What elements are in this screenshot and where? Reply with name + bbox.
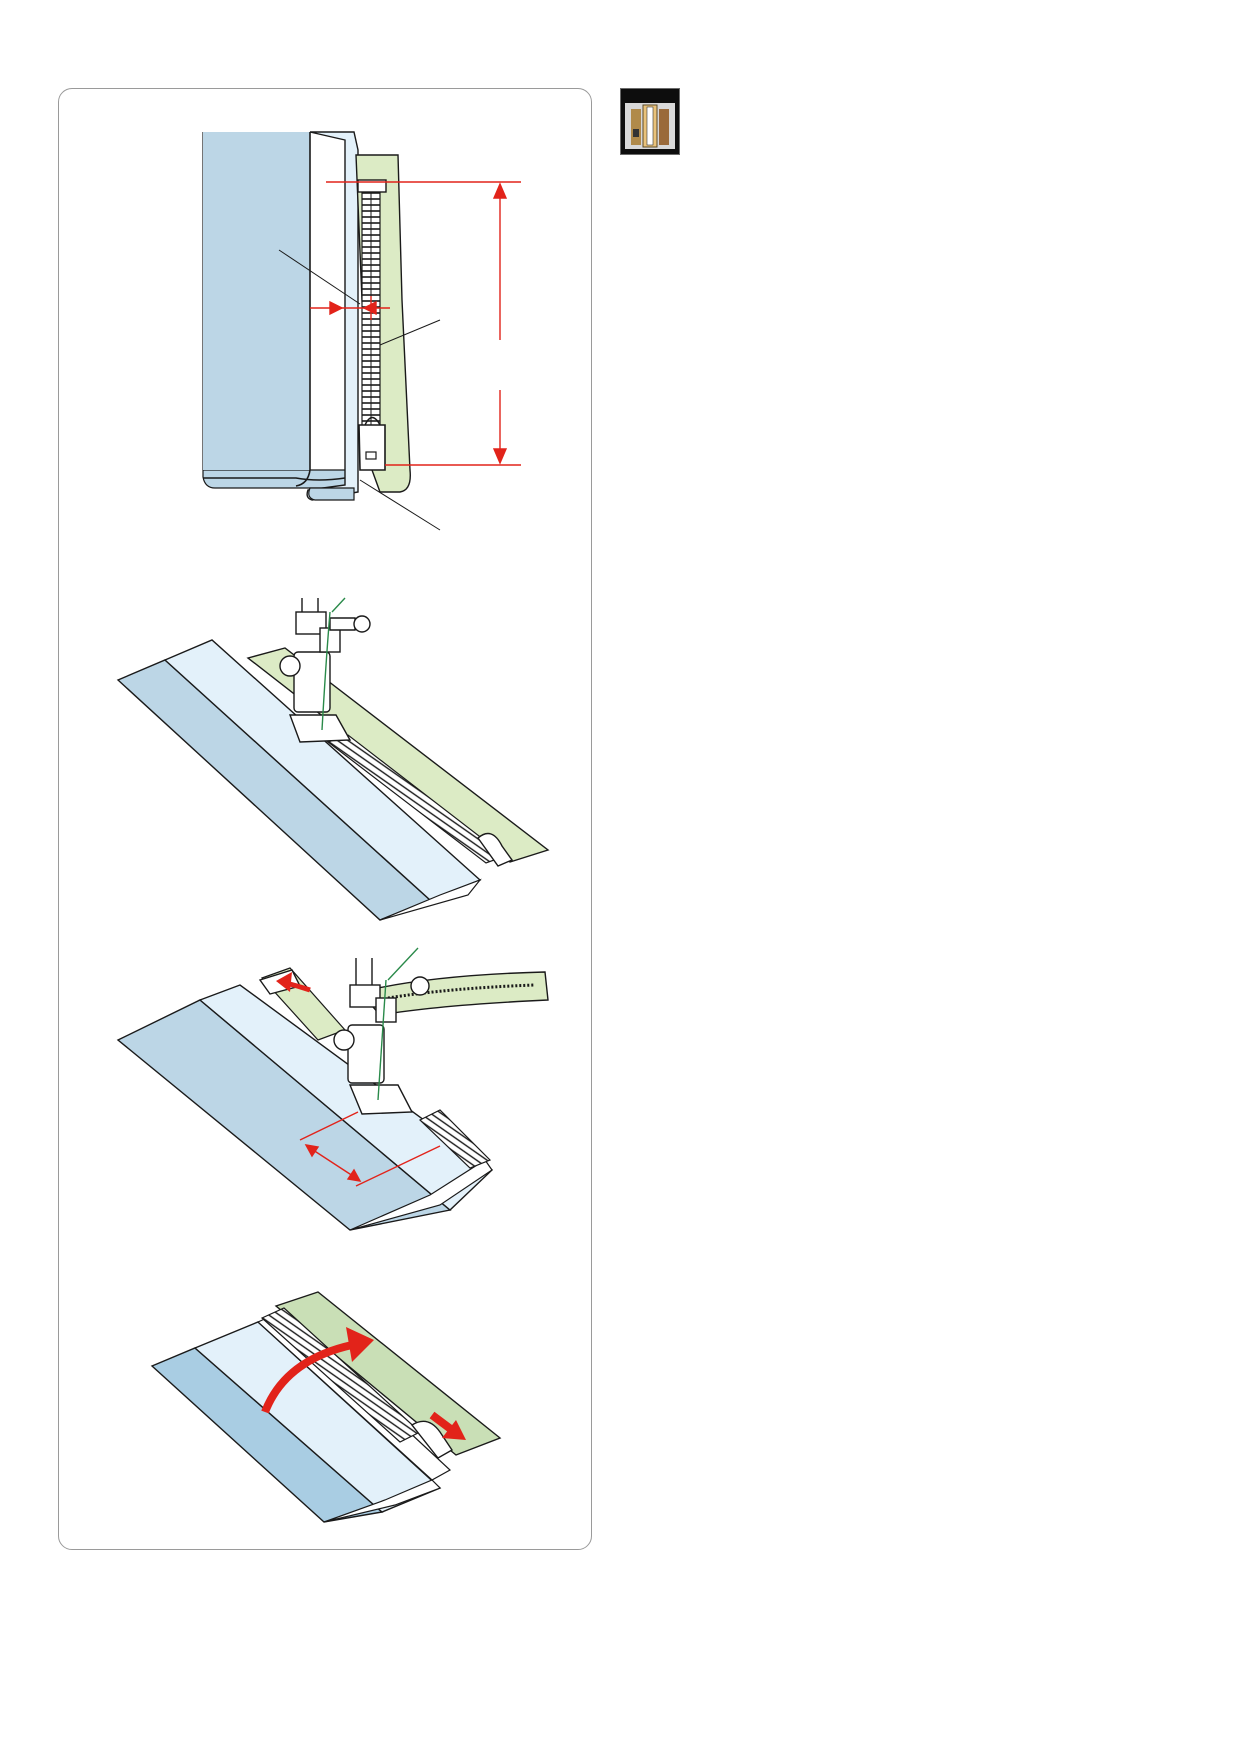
zipper-foot-stitch-icon (620, 88, 680, 155)
zipper-slider (410, 1420, 453, 1459)
zipper-placement-diagram (202, 131, 521, 531)
zipper-tape-raised (358, 971, 549, 1016)
thread (321, 611, 331, 731)
moving-slider-diagram (116, 947, 549, 1231)
zipper-foot (279, 598, 371, 743)
zipper-top-stop (357, 179, 387, 193)
zipper-tape (355, 154, 411, 493)
slide-down-arrow (429, 1411, 466, 1440)
zipper-slider (358, 424, 386, 471)
finished-zipper-diagram (150, 1291, 502, 1523)
zipper-teeth (418, 1109, 492, 1169)
direction-arrow (276, 972, 311, 993)
leader-lines (278, 249, 441, 531)
zipper-foot (333, 958, 430, 1115)
measurement-guides (299, 1111, 441, 1187)
fabric-fold (203, 131, 359, 501)
fold-over-arrow (261, 1327, 374, 1414)
measurement-guides (310, 181, 521, 466)
zipper-tape (274, 1291, 502, 1456)
thread (377, 979, 387, 1101)
zipper-slider (477, 832, 514, 867)
sewing-left-side-diagram (116, 597, 550, 921)
